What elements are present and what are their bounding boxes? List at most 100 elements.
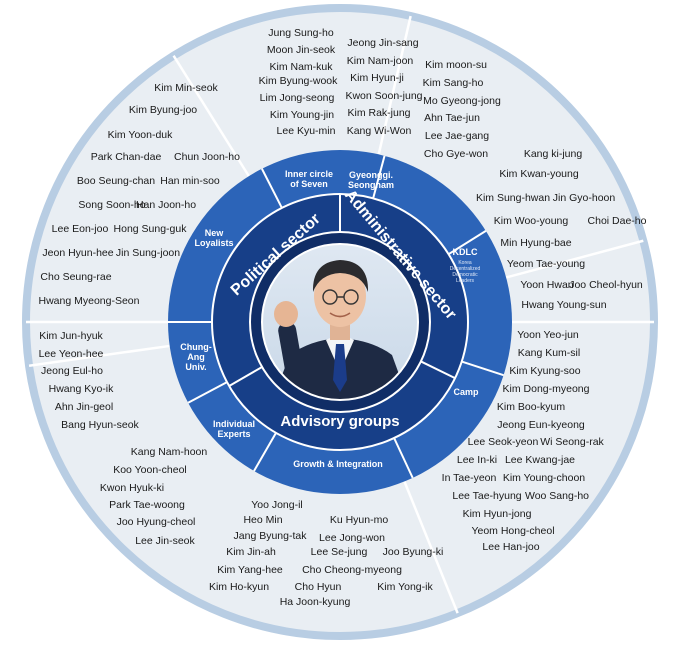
segment-divider: [461, 360, 504, 377]
member-name: Ahn Tae-jun: [424, 112, 480, 124]
member-name: Kim Ho-kyun: [209, 581, 269, 593]
segment-label-growth-integration: Growth & Integration: [293, 459, 383, 469]
outer-divider: [377, 15, 412, 155]
segment-divider: [448, 230, 487, 256]
member-name: Han Joon-ho: [136, 199, 196, 211]
sector-divider: [420, 360, 456, 380]
member-name: Kim Kyung-soo: [509, 365, 580, 377]
face: [314, 265, 366, 327]
raised-arm: [278, 322, 304, 382]
member-name: Joo Cheol-hyun: [569, 279, 643, 291]
member-name: Song Soon-ho: [78, 199, 145, 211]
member-name: Ahn Jin-geol: [55, 401, 113, 413]
member-name: Lee Han-joo: [482, 541, 539, 553]
member-name: Kim Young-jin: [270, 109, 334, 121]
member-name: Kim Hyun-ji: [350, 72, 404, 84]
member-name: Kang Kum-sil: [518, 347, 580, 359]
member-name: Ku Hyun-mo: [330, 514, 389, 526]
member-name: Yeom Hong-cheol: [471, 525, 554, 537]
member-name: Jin Sung-joon: [116, 247, 180, 259]
member-name: Jeong Eul-ho: [41, 365, 103, 377]
member-name: Kim Dong-myeong: [503, 383, 590, 395]
member-name: Joo Byung-ki: [383, 546, 444, 558]
member-name: Kim Kwan-young: [499, 168, 579, 180]
member-name: Choi Dae-ho: [588, 215, 647, 227]
raised-fist: [274, 301, 298, 327]
sector-label-advisory: Advisory groups: [280, 413, 399, 430]
member-name: Woo Sang-ho: [525, 490, 589, 502]
member-name: Kim Byung-joo: [129, 104, 197, 116]
sector-divider: [228, 366, 263, 387]
member-name: Kim Boo-kyum: [497, 401, 566, 413]
member-name: Kim Nam-joon: [347, 55, 414, 67]
segment-label-camp: Camp: [453, 387, 479, 397]
necktie: [333, 344, 347, 392]
member-name: Lee Jin-seok: [135, 535, 195, 547]
member-name: Park Chan-dae: [91, 151, 162, 163]
segment-divider: [253, 432, 277, 472]
sector-ring-dividers: [228, 194, 456, 387]
member-name: Hwang Young-sun: [521, 299, 606, 311]
member-name: Yeom Tae-young: [507, 258, 585, 270]
member-name: Kang Nam-hoon: [131, 446, 208, 458]
member-name: Hong Sung-guk: [114, 223, 188, 235]
segment-divider: [372, 155, 386, 199]
member-name: Kim Jin-ah: [226, 546, 276, 558]
member-name: Bang Hyun-seok: [61, 419, 139, 431]
member-name: Lee In-ki: [457, 454, 497, 466]
segment-divider: [393, 437, 414, 479]
member-name: Kang ki-jung: [524, 148, 583, 160]
member-name: Hwang Kyo-ik: [49, 383, 115, 395]
segment-ring-dividers: [168, 155, 504, 479]
outer-ring-dividers: [26, 15, 654, 614]
member-name: Lee Se-jung: [311, 546, 368, 558]
member-name: Lee Tae-hyung: [452, 490, 521, 502]
member-name: Yoo Jong-il: [251, 499, 303, 511]
member-name: Chun Joon-ho: [174, 151, 240, 163]
member-name: Cho Cheong-myeong: [302, 564, 402, 576]
member-name: Hwang Myeong-Seon: [39, 295, 140, 307]
segment-divider: [187, 381, 228, 404]
member-name: Wi Seong-rak: [540, 436, 604, 448]
outer-divider: [403, 481, 459, 614]
member-name: Kim Hyun-jong: [463, 508, 532, 520]
member-name: Cho Seung-rae: [40, 271, 111, 283]
member-name: Kim Yoon-duk: [108, 129, 174, 141]
member-name: Kim Min-seok: [154, 82, 218, 94]
member-name: Kwon Soon-jung: [345, 90, 422, 102]
member-name: Joo Hyung-cheol: [117, 516, 196, 528]
member-name: Mo Gyeong-jong: [423, 95, 501, 107]
member-name: In Tae-yeon: [442, 472, 497, 484]
member-name: Kim moon-su: [425, 59, 487, 71]
member-name: Jeong Eun-kyeong: [497, 419, 585, 431]
member-name: Kim Sung-hwan: [476, 192, 550, 204]
member-name: Lim Jong-seong: [260, 92, 335, 104]
member-name: Lee Kwang-jae: [505, 454, 575, 466]
outer-divider: [28, 344, 170, 367]
member-name: Lee Jong-won: [319, 532, 385, 544]
member-name: Yoon Yeo-jun: [517, 329, 579, 341]
member-name: Kim Woo-young: [494, 215, 569, 227]
member-name: Kim Yang-hee: [217, 564, 283, 576]
member-name: Boo Seung-chan: [77, 175, 155, 187]
member-name: Ha Joon-kyung: [280, 596, 351, 608]
member-name: Kim Jun-hyuk: [39, 330, 103, 342]
member-name: Jung Sung-ho: [268, 27, 334, 39]
member-name: Jeong Jin-sang: [347, 37, 418, 49]
segment-divider: [261, 168, 283, 209]
member-name: Jeon Hyun-hee: [42, 247, 113, 259]
segment-label-kdlc: KDLC: [453, 247, 478, 257]
hair: [312, 260, 369, 292]
member-name: Kang Wi-Won: [347, 125, 412, 137]
member-name: Cho Hyun: [295, 581, 342, 593]
segment-label-gyeonggi-seongnam: Gyeonggi.Seongnam: [348, 170, 394, 190]
